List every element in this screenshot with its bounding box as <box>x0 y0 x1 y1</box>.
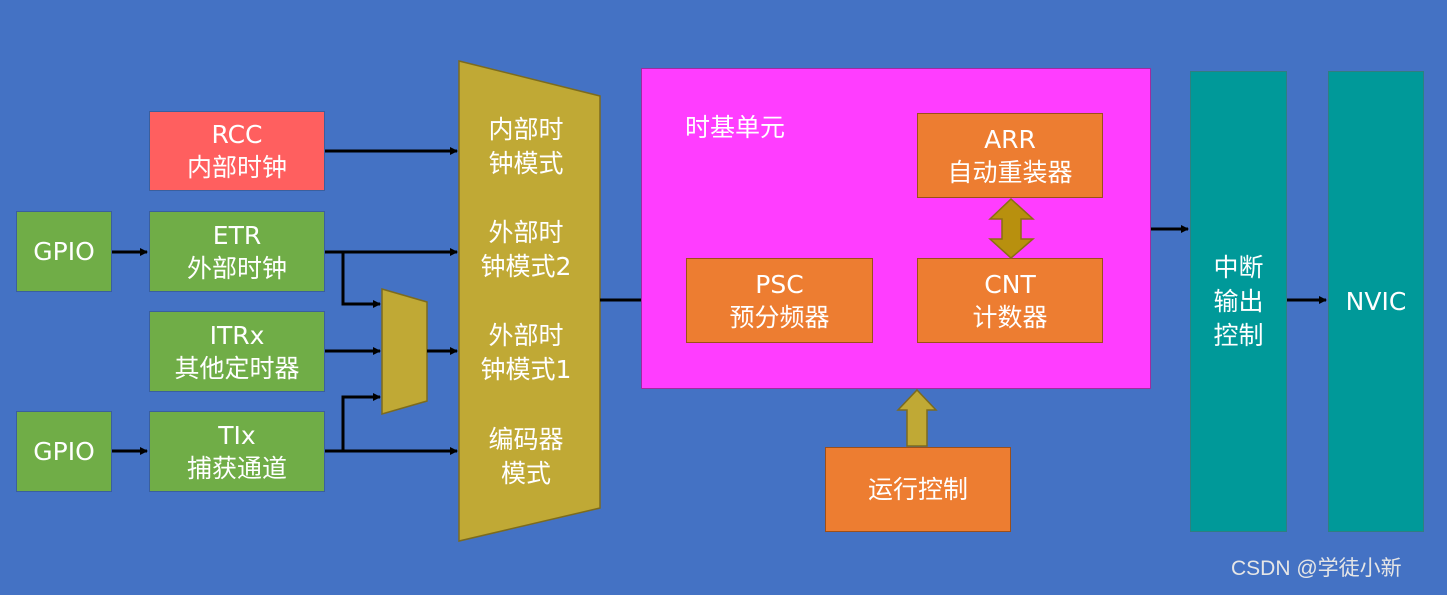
tix-capture-channel-block: TIx 捕获通道 <box>149 411 325 492</box>
encoder-mode-line2: 模式 <box>500 459 551 488</box>
etr-external-clock-block: ETR 外部时钟 <box>149 211 325 292</box>
external-clock-mode2-line2: 钟模式2 <box>480 252 572 281</box>
internal-clock-mode-label: 内部时 钟模式 <box>466 113 586 181</box>
gpio-label-2: GPIO <box>33 437 95 466</box>
interrupt-line3: 控制 <box>1213 320 1264 350</box>
gpio-block-2: GPIO <box>16 411 112 492</box>
nvic-label: NVIC <box>1345 287 1407 316</box>
arr-label: ARR <box>984 124 1036 154</box>
time-base-title: 时基单元 <box>685 113 786 142</box>
cnt-label: CNT <box>984 269 1036 299</box>
interrupt-output-control-block: 中断 输出 控制 <box>1190 71 1287 532</box>
internal-clock-mode-line1: 内部时 <box>488 115 564 144</box>
external-clock-mode2-label: 外部时 钟模式2 <box>466 216 586 284</box>
encoder-mode-line1: 编码器 <box>488 425 564 454</box>
rcc-label: RCC <box>211 120 263 149</box>
encoder-mode-label: 编码器 模式 <box>466 423 586 491</box>
trigger-select-mux <box>381 288 428 415</box>
tix-label: TIx <box>218 420 256 450</box>
external-clock-mode1-line2: 钟模式1 <box>480 355 572 384</box>
arrow-tix-to-small-mux <box>341 393 381 451</box>
arrow-etr-to-small-mux <box>341 252 381 308</box>
external-clock-mode2-line1: 外部时 <box>488 218 564 247</box>
run-control-label: 运行控制 <box>867 475 968 504</box>
tix-sublabel: 捕获通道 <box>186 453 287 483</box>
arr-auto-reload-block: ARR 自动重装器 <box>917 113 1103 198</box>
psc-label: PSC <box>755 269 804 299</box>
interrupt-line1: 中断 <box>1213 252 1264 282</box>
itrx-sublabel: 其他定时器 <box>174 353 300 383</box>
rcc-sublabel: 内部时钟 <box>186 153 287 182</box>
psc-sublabel: 预分频器 <box>729 302 830 332</box>
psc-prescaler-block: PSC 预分频器 <box>686 258 873 343</box>
arr-sublabel: 自动重装器 <box>947 157 1073 187</box>
rcc-internal-clock-block: RCC 内部时钟 <box>149 111 325 191</box>
run-control-block: 运行控制 <box>825 447 1011 532</box>
clock-mode-mux <box>458 60 601 542</box>
itrx-other-timer-block: ITRx 其他定时器 <box>149 311 325 392</box>
watermark: CSDN @学徒小新 <box>1231 557 1402 580</box>
gpio-label-1: GPIO <box>33 237 95 266</box>
etr-sublabel: 外部时钟 <box>186 253 287 283</box>
itrx-label: ITRx <box>209 320 265 350</box>
cnt-counter-block: CNT 计数器 <box>917 258 1103 343</box>
external-clock-mode1-label: 外部时 钟模式1 <box>466 319 586 387</box>
run-control-arrow <box>896 388 938 447</box>
cnt-sublabel: 计数器 <box>972 302 1048 332</box>
gpio-block-1: GPIO <box>16 211 112 292</box>
internal-clock-mode-line2: 钟模式 <box>488 149 564 178</box>
external-clock-mode1-line1: 外部时 <box>488 321 564 350</box>
interrupt-line2: 输出 <box>1213 286 1264 316</box>
arr-cnt-bidirectional-arrow <box>988 197 1036 260</box>
nvic-block: NVIC <box>1328 71 1424 532</box>
etr-label: ETR <box>212 220 262 250</box>
